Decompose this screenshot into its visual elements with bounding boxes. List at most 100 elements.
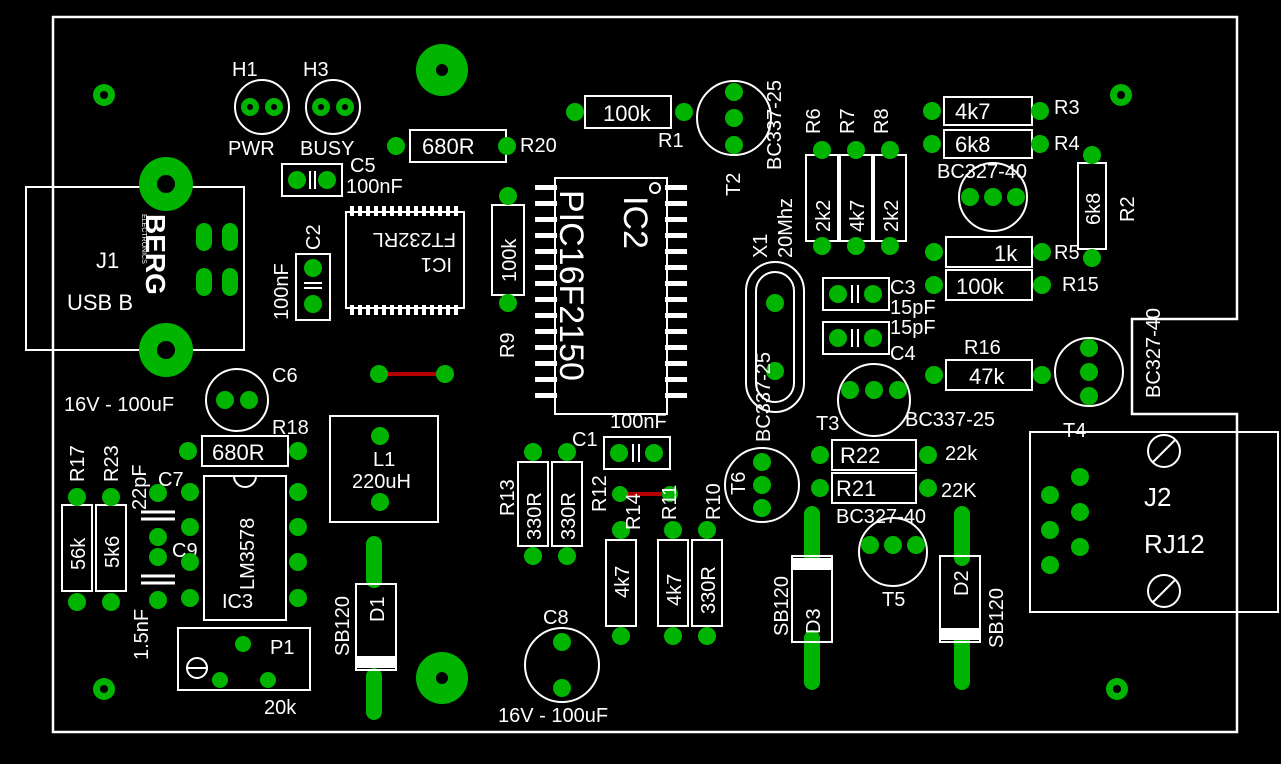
resistor-r9: 100k R9: [491, 187, 525, 358]
p1-value: 20k: [264, 697, 297, 719]
j2-type: RJ12: [1144, 529, 1205, 559]
r14-value: 4k7: [612, 566, 634, 598]
d2-name: D2: [951, 570, 973, 596]
r5-value: 1k: [994, 241, 1018, 266]
r23-value: 5k6: [102, 536, 124, 568]
board-outline: [51, 15, 1239, 734]
transistor-t5: BC327-40 T5: [836, 506, 928, 611]
resistor-r16: R16 47k: [925, 337, 1051, 391]
capacitor-c9: C9 1.5nF: [131, 540, 198, 660]
r12-name: R12: [589, 475, 611, 512]
r7-value: 4k7: [847, 200, 869, 232]
t1-part: BC327-40: [937, 161, 1027, 183]
resistor-r3: 4k7 R3: [923, 96, 1080, 126]
j2-name: J2: [1144, 482, 1171, 512]
l1-value: 220uH: [352, 471, 411, 493]
r8-name: R8: [871, 108, 893, 134]
r20-value: 680R: [422, 134, 475, 159]
diode-d3: SB120 D3: [771, 506, 833, 690]
c8-value: 16V - 100uF: [498, 705, 608, 727]
r10-value: 330R: [698, 566, 720, 614]
capacitor-c5: C5 100nF: [281, 155, 403, 198]
r6-value: 2k2: [813, 200, 835, 232]
r9-name: R9: [497, 332, 519, 358]
connector-j1-usb: J1 USB B BERG ELECTRONICS: [25, 157, 245, 377]
r9-value: 100k: [499, 238, 521, 282]
ic2-part: PIC16F2150: [552, 190, 590, 381]
d2-part: SB120: [986, 588, 1008, 648]
r2-name: R2: [1117, 196, 1139, 222]
resistor-r7: R7 4k7: [837, 108, 873, 255]
r7-name: R7: [837, 108, 859, 134]
busy-label: BUSY: [300, 138, 354, 160]
c8-name: C8: [543, 607, 569, 629]
resistor-r12: R12 330R: [551, 443, 611, 565]
resistor-r18: 680R R18: [179, 417, 309, 467]
r22-value: 22k: [945, 443, 978, 465]
crystal-x1: X1 20Mhz: [745, 198, 805, 413]
h1-label: H1: [232, 59, 258, 81]
ic3-name: IC3: [222, 591, 253, 613]
r3-value: 4k7: [955, 99, 990, 124]
resistor-r22: R22 22k: [811, 439, 978, 471]
resistor-r21: R21 22K: [811, 472, 977, 504]
j1-name: J1: [96, 248, 119, 273]
r16-value: 47k: [969, 364, 1005, 389]
c2-value: 100nF: [271, 263, 293, 320]
d1-name: D1: [367, 596, 389, 622]
ic2-name: IC2: [616, 196, 654, 249]
r4-value: 6k8: [955, 132, 990, 157]
resistor-r17: R17 56k: [61, 445, 93, 611]
ic1-name: IC1: [421, 253, 452, 275]
r1-value: 100k: [603, 101, 652, 126]
r5-name: R5: [1054, 242, 1080, 264]
t2-name: T2: [723, 173, 745, 196]
pwr-label: PWR: [228, 138, 275, 160]
r17-name: R17: [67, 445, 89, 482]
c6-name: C6: [272, 365, 298, 387]
r15-name: R15: [1062, 274, 1099, 296]
r17-value: 56k: [68, 537, 90, 570]
t6-part: BC337-25: [753, 352, 775, 442]
r16-name: R16: [964, 337, 1001, 359]
d3-name: D3: [803, 608, 825, 634]
c4-value: 15pF: [890, 317, 936, 339]
inductor-l1: L1 220uH: [329, 415, 439, 523]
capacitor-c8: C8 16V - 100uF: [498, 607, 608, 727]
p1-name: P1: [270, 637, 294, 659]
c5-value: 100nF: [346, 176, 403, 198]
diode-d2: D2 SB120: [939, 506, 1008, 690]
t5-name: T5: [882, 589, 905, 611]
c2-name: C2: [303, 224, 325, 250]
resistor-r1: 100k R1: [566, 95, 693, 152]
potentiometer-p1: P1 20k: [177, 627, 311, 719]
capacitor-c4: 15pF C4: [822, 317, 936, 365]
r18-name: R18: [272, 417, 309, 439]
resistor-r10: R10 330R: [691, 483, 725, 645]
r13-value: 330R: [524, 492, 546, 540]
r21-value: 22K: [941, 480, 977, 502]
r20-name: R20: [520, 135, 557, 157]
jumper-bottom: [612, 486, 678, 502]
c6-value: 16V - 100uF: [64, 394, 174, 416]
resistor-r20: 680R R20: [387, 129, 557, 163]
r18-value: 680R: [212, 440, 265, 465]
t6-name: T6: [728, 472, 750, 495]
berg-logo: BERG: [140, 214, 171, 295]
t5-part: BC327-40: [836, 506, 926, 528]
capacitor-c7: 22pF C7: [129, 464, 184, 546]
h3-label: H3: [303, 59, 329, 81]
r11-value: 4k7: [664, 574, 686, 606]
t3-part: BC337-25: [905, 409, 995, 431]
resistor-r13: R13 330R: [497, 443, 549, 565]
connector-j2-rj12: J2 RJ12: [1029, 431, 1279, 613]
x1-value: 20Mhz: [775, 198, 797, 258]
l1-name: L1: [373, 449, 395, 471]
transistor-t6: BC337-25 T6: [724, 352, 800, 523]
resistor-r15: 100k R15: [925, 269, 1099, 301]
r10-name: R10: [703, 483, 725, 520]
mounting-holes: [416, 44, 468, 704]
led-h3: H3 BUSY: [300, 59, 361, 160]
capacitor-c2: C2 100nF: [271, 224, 331, 321]
